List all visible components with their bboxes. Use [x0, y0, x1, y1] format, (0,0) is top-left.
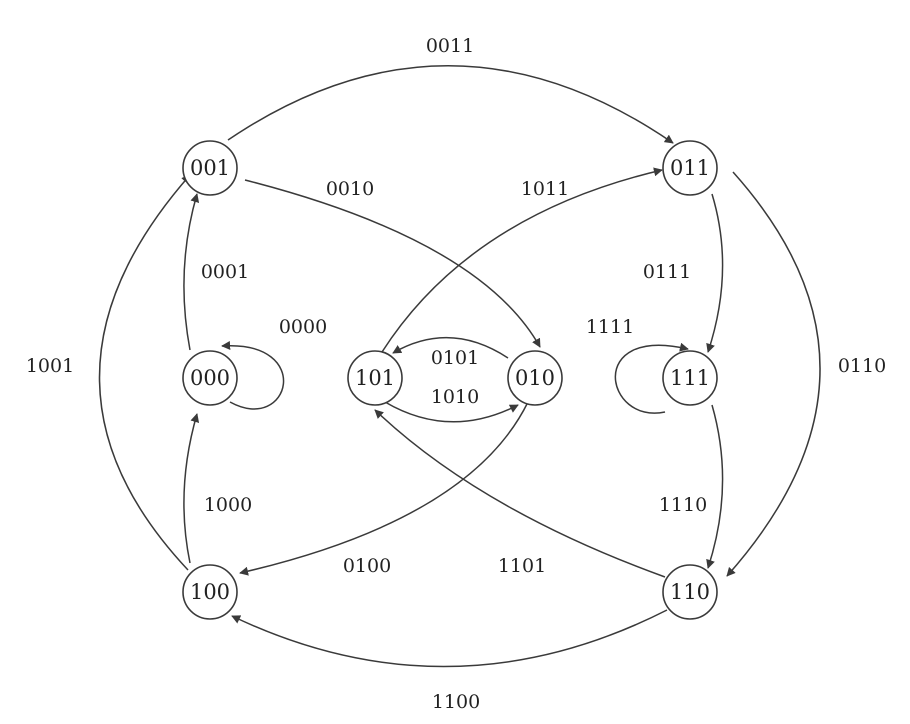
edge-label-1100: 1100 — [432, 691, 480, 713]
state-101: 101 — [347, 350, 403, 406]
edge-0001 — [183, 193, 200, 351]
edge-label-0100: 0100 — [343, 555, 391, 577]
edge-label-1110: 1110 — [659, 494, 707, 516]
edge-1000 — [183, 413, 200, 564]
edge-label-0110: 0110 — [838, 355, 886, 377]
edge-label-1000: 1000 — [204, 494, 252, 516]
state-100: 100 — [182, 564, 238, 620]
edge-label-1010: 1010 — [431, 386, 479, 408]
edge-1110 — [706, 404, 724, 569]
edge-label-1001: 1001 — [26, 355, 74, 377]
state-010: 010 — [507, 350, 563, 406]
states: 001 011 000 101 010 111 100 110 — [182, 140, 718, 620]
state-110: 110 — [662, 564, 718, 620]
edge-1011 — [381, 167, 663, 353]
state-circle-001 — [182, 140, 238, 196]
edge-1111 — [614, 342, 689, 414]
edge-1100 — [231, 609, 668, 668]
state-label-111: 111 — [670, 366, 710, 390]
edge-0011 — [227, 65, 674, 144]
state-label-110: 110 — [670, 580, 710, 604]
edge-0010 — [244, 179, 541, 348]
edge-label-0000: 0000 — [279, 316, 327, 338]
edge-0100 — [239, 401, 529, 576]
edge-label-0010: 0010 — [326, 178, 374, 200]
state-circle-110 — [662, 564, 718, 620]
state-label-010: 010 — [515, 366, 555, 390]
edge-0000 — [221, 340, 285, 410]
state-circle-100 — [182, 564, 238, 620]
state-circle-101 — [347, 350, 403, 406]
state-label-011: 011 — [670, 156, 710, 180]
state-circle-000 — [182, 350, 238, 406]
state-label-000: 000 — [190, 366, 230, 390]
state-circle-010 — [507, 350, 563, 406]
edge-1001 — [98, 174, 191, 571]
edge-labels: 0011 0010 1011 0001 0111 0000 1111 0101 … — [26, 35, 886, 713]
edge-label-1111: 1111 — [586, 316, 634, 338]
state-label-100: 100 — [190, 580, 230, 604]
edge-1010 — [384, 401, 519, 423]
state-000: 000 — [182, 350, 238, 406]
state-011: 011 — [662, 140, 718, 196]
state-circle-011 — [662, 140, 718, 196]
edge-label-0111: 0111 — [643, 261, 691, 283]
edge-0111 — [706, 193, 724, 353]
state-label-101: 101 — [355, 366, 395, 390]
state-circle-111 — [662, 350, 718, 406]
edge-label-0011: 0011 — [426, 35, 474, 57]
edges — [98, 65, 821, 668]
edge-label-1101: 1101 — [498, 555, 546, 577]
state-111: 111 — [662, 350, 718, 406]
state-001: 001 — [182, 140, 238, 196]
state-label-001: 001 — [190, 156, 230, 180]
edge-label-1011: 1011 — [521, 178, 569, 200]
edge-0101 — [392, 337, 509, 359]
edge-label-0001: 0001 — [201, 261, 249, 283]
edge-label-0101: 0101 — [431, 347, 479, 369]
edge-1101 — [374, 409, 666, 578]
edge-0110 — [726, 171, 821, 577]
